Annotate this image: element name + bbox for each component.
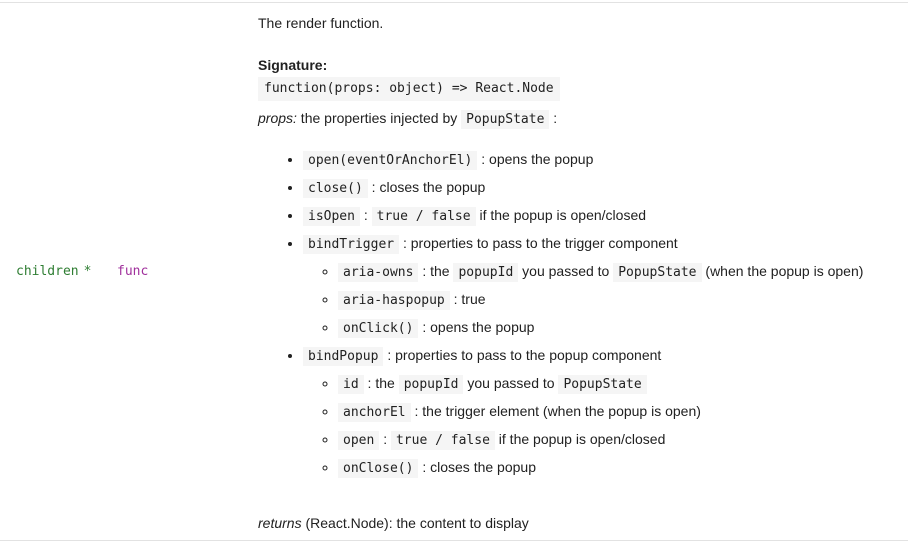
list-item-text: : properties to pass to the popup compon… [383, 347, 662, 363]
list-item: open(eventOrAnchorEl) : opens the popup [303, 146, 892, 174]
list-item: aria-haspopup : true [338, 286, 892, 314]
inline-code: onClick() [338, 319, 419, 338]
list-item-text: : true [449, 291, 486, 307]
nested-bullet-list: id : the popupId you passed to PopupStat… [303, 370, 892, 482]
signature-label: Signature: [258, 57, 328, 73]
inline-code: popupId [398, 375, 464, 394]
list-item-text: : [379, 431, 391, 447]
inline-code: bindTrigger [303, 235, 400, 254]
list-item-text: : [359, 207, 372, 223]
list-item: aria-owns : the popupId you passed to Po… [338, 258, 892, 286]
list-item: id : the popupId you passed to PopupStat… [338, 370, 892, 398]
inline-code: isOpen [303, 207, 360, 226]
prop-type: func [117, 264, 149, 279]
list-item: anchorEl : the trigger element (when the… [338, 398, 892, 426]
signature-code-block: function(props: object) => React.Node [258, 77, 560, 101]
inline-code: true / false [371, 207, 476, 226]
inline-code: close() [303, 179, 368, 198]
inline-code: id [338, 375, 364, 394]
list-item: onClick() : opens the popup [338, 314, 892, 342]
list-item: isOpen : true / false if the popup is op… [303, 202, 892, 230]
inline-code: aria-haspopup [338, 291, 450, 310]
prop-type-cell: func [117, 3, 258, 540]
inline-code: PopupState [558, 375, 647, 394]
inline-code: open [338, 431, 380, 450]
list-item-text: : the [418, 263, 454, 279]
list-item-text: : closes the popup [418, 459, 536, 475]
props-text-tail: : [549, 110, 558, 126]
list-item: close() : closes the popup [303, 174, 892, 202]
list-item: open : true / false if the popup is open… [338, 426, 892, 454]
inline-code: anchorEl [338, 403, 411, 422]
inline-code: onClose() [338, 459, 419, 478]
nested-bullet-list: aria-owns : the popupId you passed to Po… [303, 258, 892, 342]
list-item-text: if the popup is open/closed [475, 207, 647, 223]
prop-description-cell: The render function. Signature: function… [258, 3, 908, 540]
props-intro-line: props: the properties injected by PopupS… [258, 106, 892, 132]
list-item-text: you passed to [518, 263, 614, 279]
required-asterisk: * [83, 264, 92, 279]
props-bullet-list: open(eventOrAnchorEl) : opens the popupc… [258, 146, 892, 482]
list-item-text: you passed to [463, 375, 559, 391]
inline-code: true / false [390, 431, 495, 450]
inline-code: PopupState [461, 110, 550, 129]
inline-code: aria-owns [338, 263, 419, 282]
list-item-text: : opens the popup [418, 319, 535, 335]
inline-code: PopupState [613, 263, 702, 282]
list-item: onClose() : closes the popup [338, 454, 892, 482]
list-item-text: : properties to pass to the trigger comp… [399, 235, 678, 251]
props-text: the properties injected by [296, 110, 462, 126]
list-item: bindTrigger : properties to pass to the … [303, 230, 892, 342]
list-item-text: : the trigger element (when the popup is… [410, 403, 701, 419]
description-intro: The render function. [258, 15, 384, 31]
inline-code: popupId [453, 263, 519, 282]
list-item-text: if the popup is open/closed [494, 431, 666, 447]
inline-code: open(eventOrAnchorEl) [303, 151, 478, 170]
returns-label: returns [258, 515, 302, 531]
list-item: bindPopup : properties to pass to the po… [303, 342, 892, 482]
prop-name: children [16, 264, 79, 279]
list-item-text: : closes the popup [367, 179, 486, 195]
prop-name-cell: children * [0, 3, 117, 540]
props-label: props: [258, 110, 297, 126]
returns-line: returns (React.Node): the content to dis… [258, 513, 892, 533]
list-item-text: : the [363, 375, 399, 391]
list-item-text: (when the popup is open) [701, 263, 864, 279]
list-item-text: : opens the popup [477, 151, 594, 167]
inline-code: bindPopup [303, 347, 384, 366]
returns-text: (React.Node): the content to display [301, 515, 529, 531]
